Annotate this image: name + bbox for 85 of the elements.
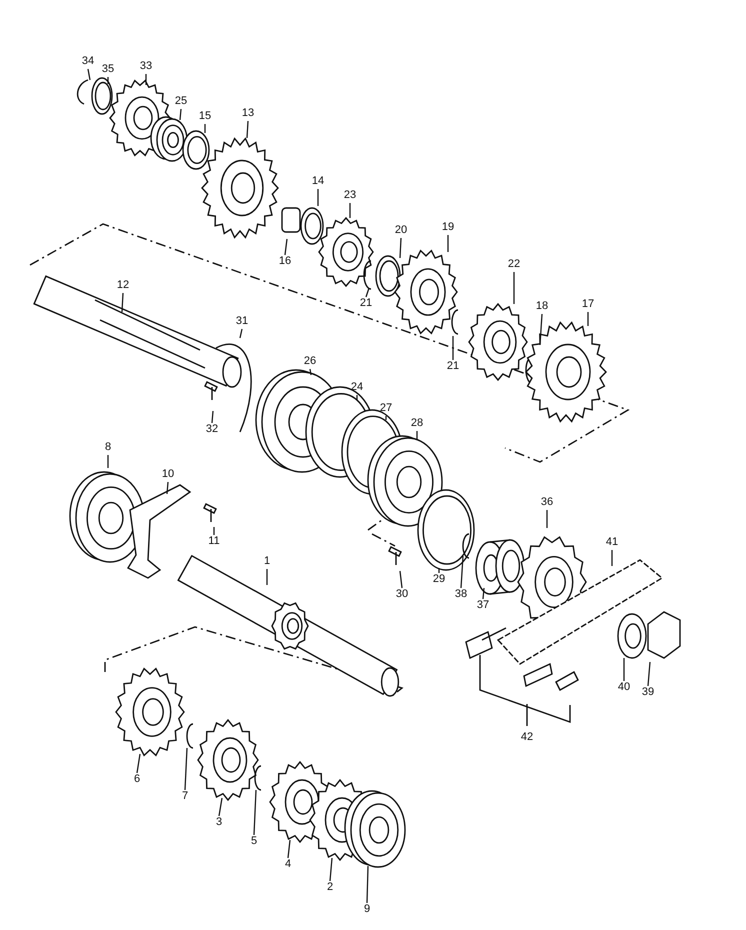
leader-line bbox=[284, 238, 288, 256]
leader-line bbox=[452, 336, 454, 360]
leader-line bbox=[211, 410, 214, 424]
leader-line bbox=[239, 328, 243, 338]
leader-line bbox=[546, 510, 548, 528]
callout-number: 14 bbox=[309, 175, 327, 189]
leader-line bbox=[647, 662, 651, 686]
leader-line bbox=[438, 568, 440, 573]
callout-number: 19 bbox=[439, 221, 457, 235]
callout-number: 40 bbox=[615, 681, 633, 695]
callout-number: 9 bbox=[358, 903, 376, 917]
callout-number: 27 bbox=[377, 402, 395, 416]
callout-number: 4 bbox=[279, 858, 297, 872]
callout-number: 38 bbox=[452, 588, 470, 602]
callout-number: 33 bbox=[137, 60, 155, 74]
callout-number: 32 bbox=[203, 423, 221, 437]
callout-number: 37 bbox=[474, 599, 492, 613]
callout-number: 20 bbox=[392, 224, 410, 238]
leader-line bbox=[204, 124, 206, 133]
callout-number: 22 bbox=[505, 258, 523, 272]
callout-number: 29 bbox=[430, 573, 448, 587]
leader-line bbox=[482, 588, 485, 600]
leader-line bbox=[179, 108, 182, 120]
leader-line bbox=[145, 74, 147, 85]
callout-number: 17 bbox=[579, 298, 597, 312]
leader-line bbox=[166, 482, 169, 494]
leader-line bbox=[385, 416, 387, 420]
callout-number: 35 bbox=[99, 63, 117, 77]
leader-line bbox=[611, 550, 613, 566]
callout-number: 12 bbox=[114, 279, 132, 293]
callout-number: 34 bbox=[79, 55, 97, 69]
leader-line bbox=[136, 754, 141, 774]
leader-line bbox=[246, 120, 249, 138]
leader-line bbox=[287, 840, 291, 858]
leader-line bbox=[539, 314, 543, 346]
callout-number: 23 bbox=[341, 189, 359, 203]
callout-number: 16 bbox=[276, 255, 294, 269]
leader-line bbox=[107, 77, 109, 84]
callout-number: 28 bbox=[408, 417, 426, 431]
leader-line bbox=[184, 748, 188, 790]
callout-number: 41 bbox=[603, 536, 621, 550]
leader-line bbox=[416, 431, 418, 440]
callout-number: 15 bbox=[196, 110, 214, 124]
callout-number: 18 bbox=[533, 300, 551, 314]
callout-number: 26 bbox=[301, 355, 319, 369]
callout-number: 36 bbox=[538, 496, 556, 510]
leader-line bbox=[218, 798, 223, 816]
callout-number: 7 bbox=[176, 790, 194, 804]
leader-line bbox=[365, 288, 370, 298]
leader-line bbox=[349, 203, 351, 218]
callout-number: 1 bbox=[258, 555, 276, 569]
leader-line bbox=[513, 272, 515, 304]
callout-number: 24 bbox=[348, 381, 366, 395]
callout-number: 6 bbox=[128, 773, 146, 787]
callout-number: 21 bbox=[357, 297, 375, 311]
callout-number: 31 bbox=[233, 315, 251, 329]
leader-line bbox=[399, 570, 403, 588]
leader-line bbox=[356, 395, 358, 400]
callout-number: 13 bbox=[239, 107, 257, 121]
leader-line bbox=[213, 527, 215, 535]
leader-line bbox=[460, 556, 464, 588]
callout-number: 30 bbox=[393, 588, 411, 602]
leader-line bbox=[366, 866, 369, 904]
callout-number: 2 bbox=[321, 881, 339, 895]
callout-number: 10 bbox=[159, 468, 177, 482]
leader-line bbox=[447, 235, 449, 252]
leader-line bbox=[623, 658, 625, 681]
leader-line bbox=[317, 189, 319, 206]
leader-line bbox=[266, 569, 268, 585]
leader-line bbox=[121, 292, 124, 312]
callout-number: 25 bbox=[172, 95, 190, 109]
callout-number: 8 bbox=[99, 441, 117, 455]
leader-line bbox=[107, 455, 109, 468]
leader-line bbox=[87, 68, 91, 80]
leader-line bbox=[329, 858, 333, 882]
leader-line bbox=[309, 368, 312, 376]
callout-number: 21 bbox=[444, 360, 462, 374]
leader-line bbox=[399, 238, 402, 258]
callout-number: 5 bbox=[245, 835, 263, 849]
leader-line bbox=[587, 312, 589, 326]
callout-number: 11 bbox=[205, 535, 223, 549]
leader-line bbox=[253, 790, 257, 836]
callout-number: 3 bbox=[210, 816, 228, 830]
callout-number: 42 bbox=[520, 731, 534, 745]
callout-number: 39 bbox=[639, 686, 657, 700]
